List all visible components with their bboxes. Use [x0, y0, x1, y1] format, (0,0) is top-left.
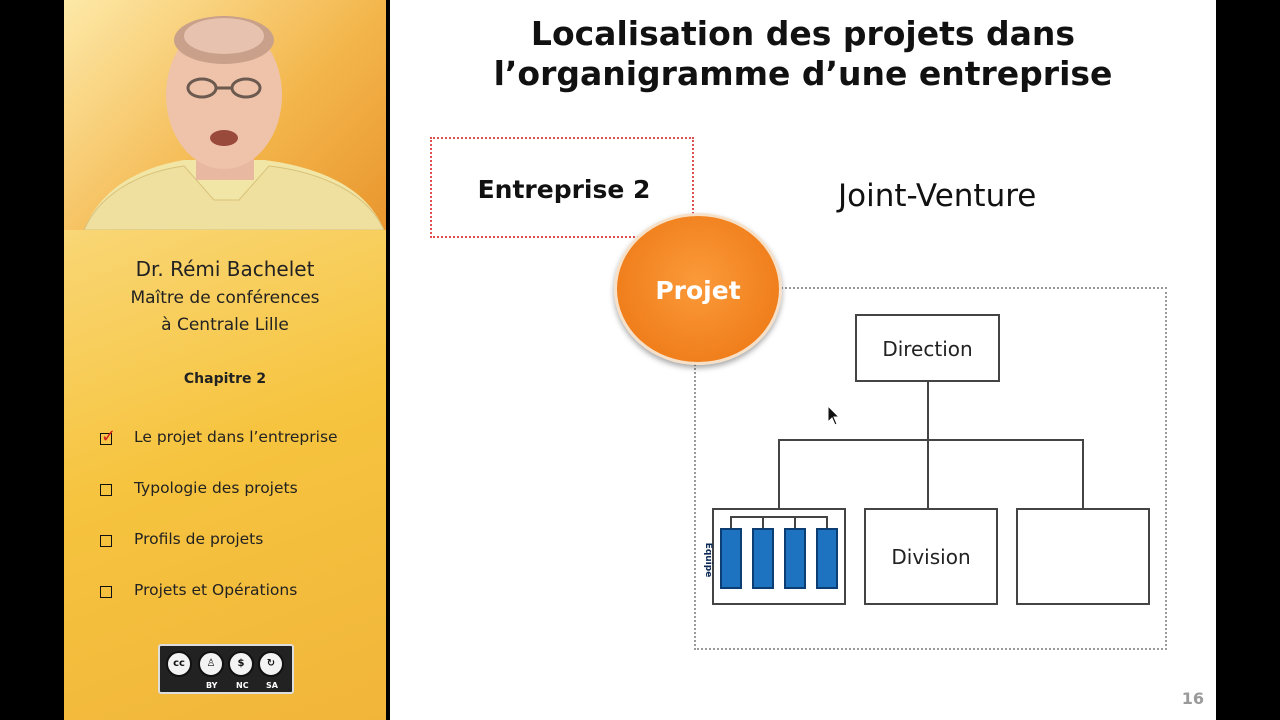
- sa-icon: ↻: [258, 651, 284, 677]
- team-block: [752, 528, 774, 589]
- empty-division-box: [1016, 508, 1150, 605]
- chapter-label: Chapitre 2: [183, 371, 267, 387]
- outline-item-label: Le projet dans l’entreprise: [134, 428, 338, 446]
- team-block: [784, 528, 806, 589]
- slide-title-line2: l’organigramme d’une entreprise: [493, 54, 1113, 93]
- outline-item-label: Profils de projets: [134, 530, 264, 548]
- presenter-video: [64, 0, 386, 231]
- slide-title: Localisation des projets dans l’organigr…: [390, 14, 1216, 94]
- by-label: BY: [206, 681, 218, 690]
- division-box: Division: [864, 508, 998, 605]
- team-connector-line: [794, 516, 796, 528]
- projet-label: Projet: [655, 276, 741, 305]
- outline-item: ✓ Le projet dans l’entreprise: [100, 426, 338, 479]
- presenter-role: Maître de conférences: [130, 288, 320, 308]
- connector-line: [1082, 439, 1084, 510]
- team-label: Equipe: [703, 542, 713, 578]
- presenter-portrait: [83, 16, 385, 231]
- outline-item-label: Projets et Opérations: [134, 581, 298, 599]
- outline-item-label: Typologie des projets: [134, 479, 298, 497]
- nc-icon: $: [228, 651, 254, 677]
- outline-item: Projets et Opérations: [100, 581, 338, 632]
- team-connector-line: [730, 516, 732, 528]
- joint-venture-box: [694, 287, 1167, 650]
- slide-title-line1: Localisation des projets dans: [530, 14, 1076, 53]
- team-block: [816, 528, 838, 589]
- team-connector-line: [762, 516, 764, 528]
- connector-line: [927, 381, 929, 508]
- checkbox-icon: [100, 535, 112, 547]
- slide: Localisation des projets dans l’organigr…: [390, 0, 1216, 720]
- connector-line: [778, 439, 1084, 441]
- outline-item: Profils de projets: [100, 530, 338, 581]
- entreprise2-box: Entreprise 2: [430, 137, 694, 238]
- presenter-affiliation: à Centrale Lille: [161, 315, 289, 335]
- mouse-cursor-icon: [827, 405, 841, 426]
- outline-item: Typologie des projets: [100, 479, 338, 530]
- checkbox-icon: [100, 586, 112, 598]
- checkbox-checked-icon: ✓: [100, 426, 117, 447]
- outline-list: ✓ Le projet dans l’entreprise Typologie …: [100, 426, 338, 632]
- connector-line: [778, 439, 780, 510]
- checkbox-icon: [100, 484, 112, 496]
- creative-commons-badge: cc ♙ $ ↻ BY NC SA: [158, 644, 294, 694]
- presenter-name: Dr. Rémi Bachelet: [135, 257, 315, 281]
- by-icon: ♙: [198, 651, 224, 677]
- cc-icon: cc: [166, 651, 192, 677]
- sa-label: SA: [266, 681, 278, 690]
- entreprise2-label: Entreprise 2: [477, 175, 651, 204]
- division-label: Division: [891, 545, 971, 569]
- nc-label: NC: [236, 681, 249, 690]
- page-number: 16: [1181, 689, 1204, 708]
- team-block: [720, 528, 742, 589]
- team-connector-line: [826, 516, 828, 528]
- team-connector-line: [730, 516, 828, 518]
- presenter-panel: Dr. Rémi Bachelet Maître de conférences …: [64, 0, 386, 720]
- direction-box: Direction: [855, 314, 1000, 382]
- projet-circle: Projet: [614, 213, 782, 365]
- joint-venture-label: Joint-Venture: [838, 178, 1037, 214]
- direction-label: Direction: [882, 337, 973, 361]
